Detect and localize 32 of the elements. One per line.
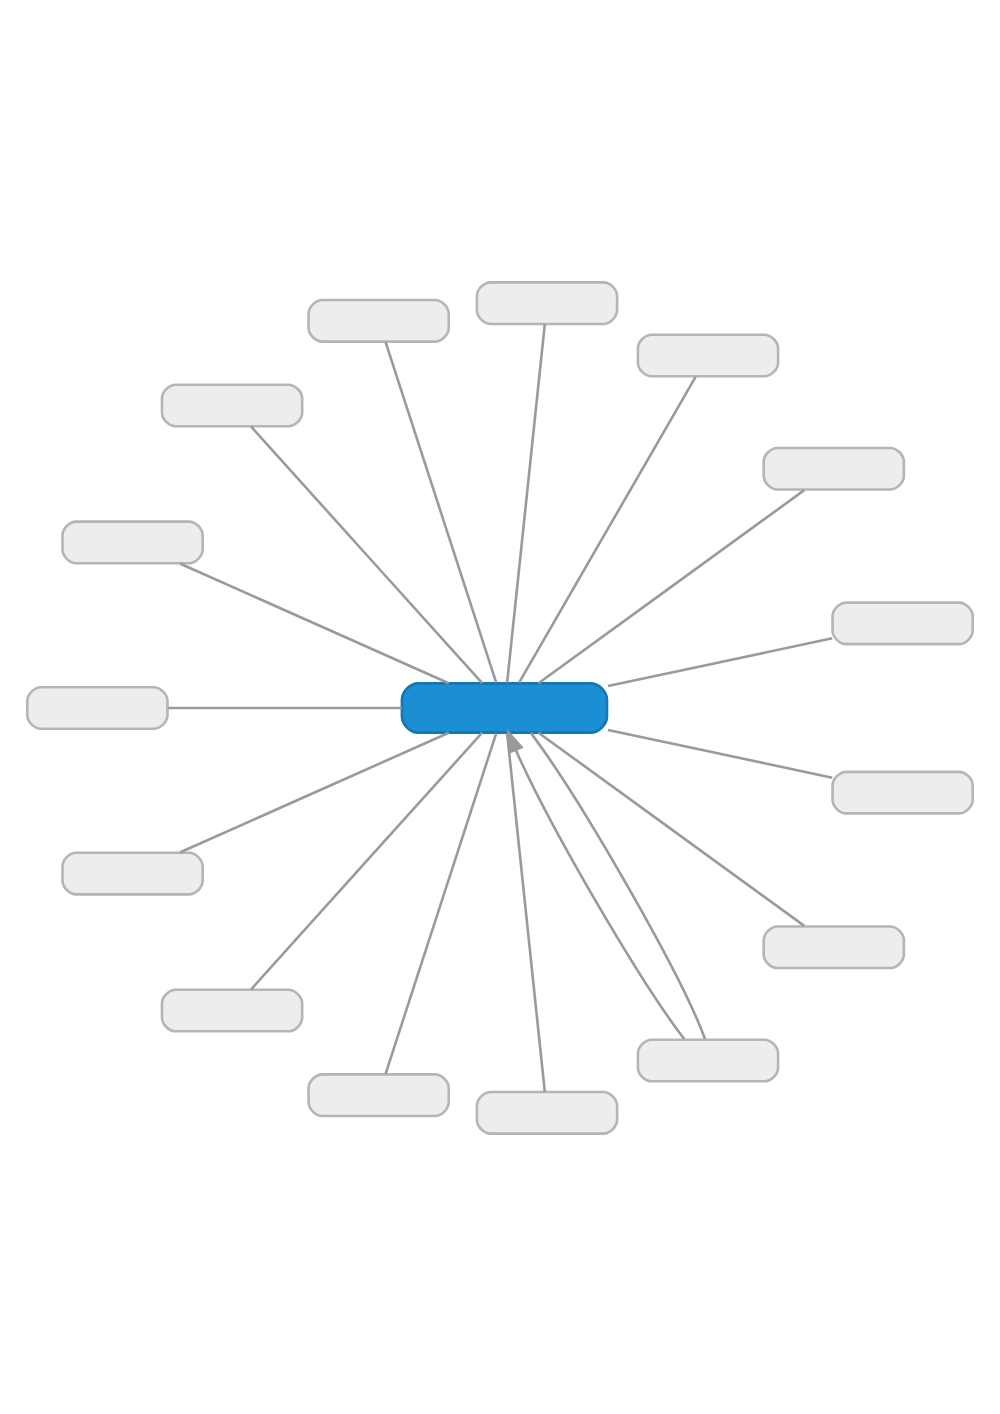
node-box [475,1089,619,1134]
node-box [160,987,304,1032]
node-box [307,1072,451,1117]
node-box [831,769,974,814]
connector [250,730,484,990]
node-box [636,332,780,377]
node-box [762,445,906,490]
connector [384,732,498,1074]
node-box [475,280,619,325]
node-box [400,681,609,733]
connector [537,730,806,926]
connector [179,730,450,853]
node-box [831,600,974,645]
node-box [61,519,204,564]
node-box [307,297,451,342]
connector [607,636,833,687]
node-box [160,382,304,427]
connector [384,340,498,682]
node-box [61,850,204,895]
connector [517,375,697,683]
connector [537,488,806,684]
arrow [507,728,686,1039]
node-box [762,924,906,969]
connector [505,732,547,1091]
node-box [636,1037,780,1082]
node-box [26,684,169,730]
connector [607,727,833,778]
connector [505,323,547,682]
connector [529,731,707,1039]
connector [250,424,484,684]
connector [168,705,402,709]
connector [179,561,450,684]
